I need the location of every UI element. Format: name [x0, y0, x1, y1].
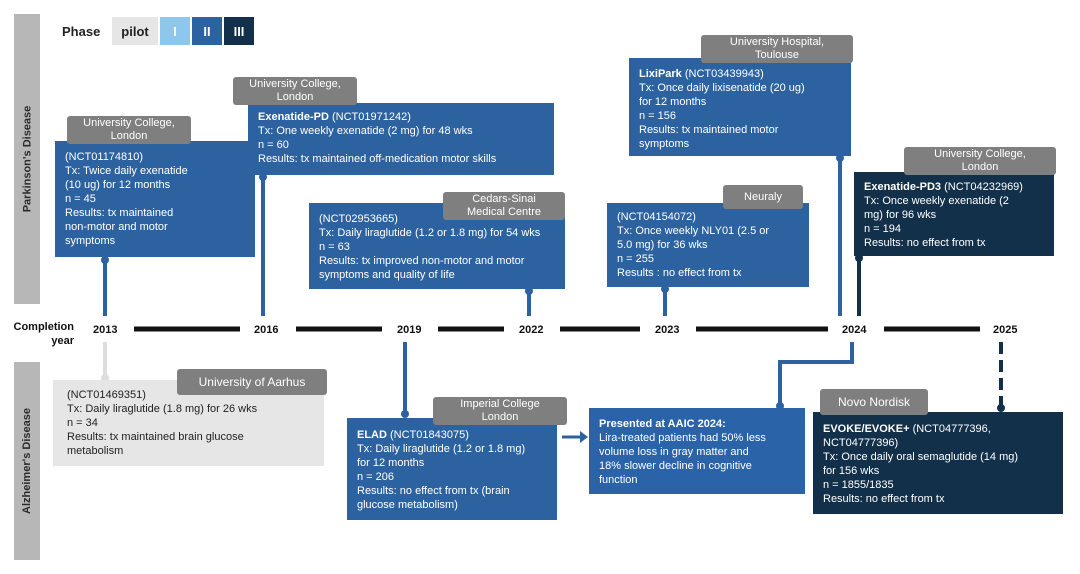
legend-phase-i: I	[160, 17, 190, 45]
year-2022: 2022	[519, 324, 544, 336]
site-tag-pd-2013: University College, London	[67, 116, 191, 144]
alzheimers-row-label: Alzheimer's Disease	[14, 362, 40, 560]
year-2013: 2013	[93, 324, 118, 336]
study-card-pd-2016: Exenatide-PD (NCT01971242) Tx: One weekl…	[248, 103, 554, 175]
legend-phase-iii: III	[224, 17, 254, 45]
site-tag-ad-evoke: Novo Nordisk	[820, 389, 928, 415]
aaic-finding-box: Presented at AAIC 2024: Lira-treated pat…	[589, 408, 805, 494]
year-2016: 2016	[254, 324, 279, 336]
site-tag-ad-2013: University of Aarhus	[177, 369, 327, 395]
site-tag-pd-2016: University College, London	[233, 77, 357, 105]
connector-aaic	[778, 342, 854, 406]
study-card-pd-exenatide-pd3: Exenatide-PD3 (NCT04232969) Tx: Once wee…	[854, 172, 1054, 256]
completion-year-label: Completion year	[13, 321, 75, 347]
study-card-ad-evoke: EVOKE/EVOKE+ (NCT04777396, NCT04777396) …	[813, 412, 1063, 514]
site-tag-pd-2022: Cedars-Sinai Medical Centre	[443, 192, 565, 220]
study-card-pd-2013: (NCT01174810) Tx: Twice daily exenatide …	[55, 141, 255, 257]
year-2019: 2019	[397, 324, 422, 336]
legend-title: Phase	[62, 24, 101, 39]
study-card-ad-elad: ELAD (NCT01843075) Tx: Daily liraglutide…	[347, 418, 557, 520]
study-card-pd-2023: (NCT04154072) Tx: Once weekly NLY01 (2.5…	[607, 203, 809, 287]
year-2024: 2024	[842, 324, 867, 336]
legend-pilot: pilot	[112, 17, 158, 45]
study-card-pd-lixipark: LixiPark (NCT03439943) Tx: Once daily li…	[629, 58, 851, 156]
site-tag-pd-lixipark: University Hospital, Toulouse	[701, 35, 853, 63]
year-2025: 2025	[993, 324, 1018, 336]
legend-phase-ii: II	[192, 17, 222, 45]
parkinsons-row-label: Parkinson's Disease	[14, 14, 40, 304]
year-2023: 2023	[655, 324, 680, 336]
site-tag-pd-exenatide-pd3: University College, London	[904, 147, 1056, 175]
site-tag-ad-elad: Imperial College London	[433, 397, 567, 425]
site-tag-pd-2023: Neuraly	[723, 185, 803, 209]
